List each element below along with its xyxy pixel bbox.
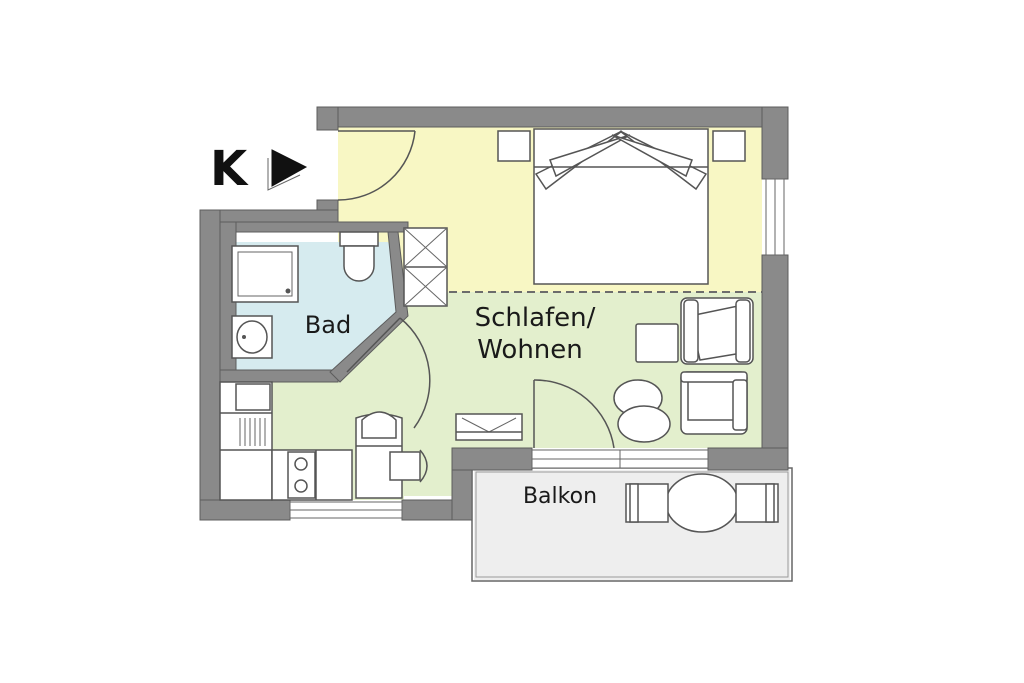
nightstand-right <box>712 130 746 162</box>
microwave <box>235 383 271 411</box>
entrance-label: K <box>210 141 249 197</box>
shower-icon <box>231 245 299 303</box>
nightstand-left <box>497 130 531 162</box>
stove-icon <box>287 451 316 499</box>
dish-rack <box>239 418 266 446</box>
bath-door-swing-icon <box>346 317 431 429</box>
balcony-label: Balkon <box>523 484 597 509</box>
living-label-line2: Wohnen <box>477 335 583 365</box>
kitchenette <box>219 381 353 501</box>
walls <box>199 106 789 521</box>
door-swing-icon <box>337 130 416 201</box>
side-table-square <box>635 323 679 363</box>
bath-diagonal-wall <box>329 231 409 383</box>
wardrobe <box>403 227 448 307</box>
balcony-door-swing-icon <box>533 379 615 449</box>
coffee-table-oval <box>613 379 671 443</box>
windows <box>289 178 785 519</box>
table-icon <box>665 473 739 533</box>
double-bed-icon <box>497 128 746 285</box>
sink-icon <box>231 315 273 359</box>
armchair-icon <box>680 297 754 365</box>
dining-table-icon <box>355 411 428 499</box>
toilet-icon <box>339 231 379 282</box>
balcony-outline-inner <box>475 471 789 578</box>
chair-icon <box>625 483 779 523</box>
armchair-icon-2 <box>680 371 748 435</box>
living-label-line1: Schlafen/ <box>475 303 596 333</box>
entrance-arrow-icon <box>267 149 308 191</box>
tv-icon <box>455 413 523 441</box>
bath-label: Bad <box>305 311 351 339</box>
